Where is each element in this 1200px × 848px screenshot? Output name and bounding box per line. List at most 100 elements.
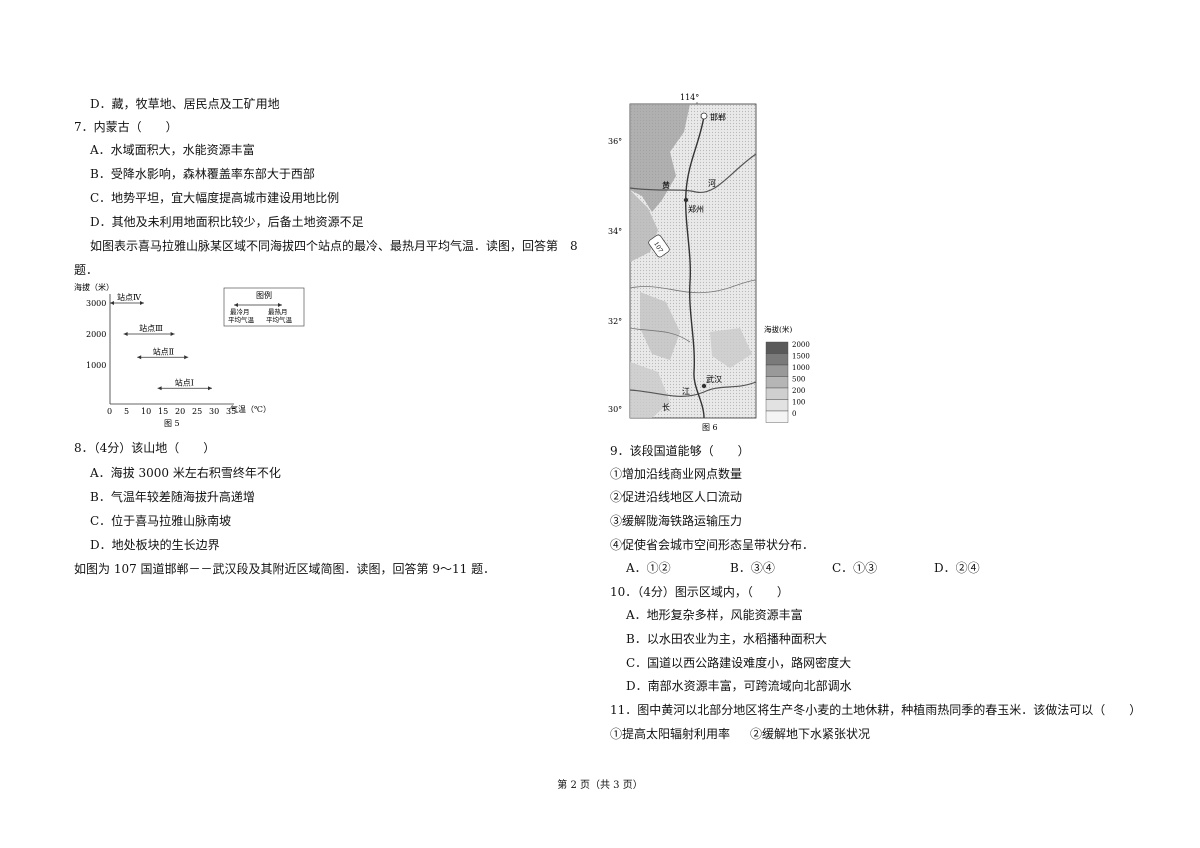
fig6-city-zhengzhou: 郑州: [688, 204, 704, 214]
q8-option-c: C．位于喜马拉雅山脉南坡: [90, 514, 232, 528]
fig6-legend-value: 0: [792, 410, 796, 418]
fig5-station-arrow: [123, 332, 128, 336]
fig6-yellow-river: [629, 153, 757, 193]
q8-intro-end: 题．: [74, 263, 99, 277]
fig5-station-label: 站点Ⅲ: [139, 323, 163, 333]
fig6-legend-swatch: [765, 341, 789, 354]
fig5-station-arrow: [184, 355, 189, 360]
fig5-x-tick: 5: [124, 407, 129, 416]
q7-option-a: A．水域面积大，水能资源丰富: [90, 143, 255, 157]
q10-option-d: D．南部水资源丰富，可跨流域向北部调水: [626, 679, 852, 693]
q9-option-b: B．③④: [730, 561, 775, 575]
q9-intro: 如图为 107 国道邯郸－－武汉段及其附近区域简图．读图，回答第 9～11 题．: [74, 562, 496, 576]
fig6-legend-swatch: [765, 353, 789, 366]
q8-stem: 8．（4分）该山地（ ）: [74, 441, 216, 455]
fig6-city-zhengzhou-marker: [683, 197, 689, 203]
q9-item-1: ①增加沿线商业网点数量: [610, 467, 743, 481]
q9-option-d: D．②④: [934, 561, 980, 575]
fig6-river-han: [629, 327, 691, 343]
fig5-y-tick: 2000: [86, 330, 106, 339]
fig6-yangtze-river: [629, 381, 757, 397]
q7-stem: 7．内蒙古（ ）: [74, 120, 178, 134]
q9-item-3: ③缓解陇海铁路运输压力: [610, 514, 743, 528]
fig6-city-wuhan-marker: [701, 383, 707, 389]
fig5-y-ticks: 3000 2000 1000: [86, 299, 106, 370]
q8-option-a: A．海拔 3000 米左右积雪终年不化: [90, 466, 281, 480]
fig6-road-107: [684, 115, 705, 419]
fig6-mountains-northwest: [630, 104, 690, 212]
fig6-caption: 图 6: [702, 423, 718, 432]
fig6-lat-34: 34°: [608, 227, 622, 236]
q9-item-2: ②促进沿线地区人口流动: [610, 490, 743, 504]
q11-item-1: ①提高太阳辐射利用率: [610, 727, 731, 741]
fig5-x-tick: 15: [158, 407, 168, 416]
fig5-y-tick: 3000: [86, 299, 106, 308]
fig5-ylabel: 海拔（米）: [74, 282, 114, 292]
fig5-station-arrow: [137, 355, 142, 360]
q7-option-c: C．地势平坦，宜大幅度提高城市建设用地比例: [90, 191, 340, 205]
fig6-legend-value: 2000: [792, 341, 810, 349]
fig5-legend-hot-2: 平均气温: [266, 315, 293, 324]
q7-option-d: D．其他及未利用地面积比较少，后备土地资源不足: [90, 215, 364, 229]
fig5-x-tick: 30: [209, 407, 219, 416]
fig5-station-arrow: [157, 386, 162, 391]
fig5-station-arrow: [140, 301, 144, 305]
fig6-legend-value: 1000: [792, 364, 810, 372]
q10-option-a: A．地形复杂多样，风能资源丰富: [626, 608, 803, 622]
fig6-legend-title: 海拔(米): [764, 324, 792, 334]
fig6-legend-value: 100: [792, 399, 805, 407]
fig6-yangtze-label-1: 江: [682, 387, 690, 396]
fig5-caption: 图 5: [164, 419, 180, 428]
fig6-legend-swatch: [765, 376, 789, 389]
fig6-lat-32: 32°: [608, 317, 622, 326]
q6-option-d: D．藏，牧草地、居民点及工矿用地: [90, 97, 280, 111]
fig5-legend-arrow-left: [234, 303, 238, 307]
q11-stem: 11．图中黄河以北部分地区将生产冬小麦的土地休耕，种植雨热同季的春玉米．该做法可…: [610, 703, 1142, 717]
q9-stem: 9．该段国道能够（ ）: [610, 444, 750, 458]
q9-item-4: ④促使省会城市空间形态呈带状分布．: [610, 538, 815, 552]
fig6-river-label-1: 黄: [662, 180, 670, 190]
fig6-legend-swatch: [765, 399, 789, 412]
fig5-station-arrow: [170, 332, 175, 336]
fig6-legend-value: 500: [792, 376, 805, 384]
fig6-hills-east: [710, 328, 752, 368]
figure-6-map: 114° 36° 34° 32° 30° 黄 河 江 长 107 邯郸 郑州 武…: [608, 93, 810, 432]
fig5-legend-cold: 最冷月: [230, 307, 250, 316]
fig5-station-label: 站点Ⅱ: [153, 346, 174, 356]
fig6-lat-36: 36°: [608, 137, 622, 146]
fig6-yangtze-label-2: 长: [662, 402, 670, 412]
fig5-x-tick: 0: [107, 407, 112, 416]
fig6-legend-swatch: [765, 364, 789, 377]
fig5-y-tick: 1000: [86, 361, 106, 370]
fig6-river-label-2: 河: [708, 178, 716, 188]
fig5-station-arrow: [110, 301, 114, 305]
fig5-legend-hot: 最热月: [268, 307, 288, 316]
fig6-city-wuhan: 武汉: [706, 374, 722, 384]
fig6-road-label: 107: [652, 241, 664, 255]
fig6-legend-swatch: [765, 387, 789, 400]
fig6-river-huai: [629, 279, 757, 294]
fig6-hills-southwest: [630, 362, 670, 418]
q10-option-b: B．以水田农业为主，水稻播种面积大: [626, 632, 827, 646]
q11-item-2: ②缓解地下水紧张状况: [750, 727, 871, 741]
fig6-road-107-shield: [648, 234, 670, 258]
fig6-legend-value: 200: [792, 387, 805, 395]
fig5-legend-box: [223, 287, 305, 327]
fig6-legend-swatch: [765, 410, 789, 423]
fig5-station-label: 站点Ⅳ: [117, 292, 142, 302]
fig5-x-tick: 25: [192, 407, 202, 416]
fig6-hills-central: [640, 292, 680, 360]
page-footer: 第 2 页（共 3 页）: [557, 780, 643, 791]
fig6-lat-30: 30°: [608, 405, 622, 414]
fig5-legend-arrow-right: [278, 303, 282, 307]
fig5-legend-cold-2: 平均气温: [228, 315, 255, 324]
fig5-station-arrow: [208, 386, 212, 391]
fig6-legend-value: 1500: [792, 353, 810, 361]
fig5-x-tick: 35: [226, 407, 236, 416]
q8-option-b: B．气温年较差随海拔升高递增: [90, 490, 255, 504]
q10-option-c: C．国道以西公路建设难度小，路网密度大: [626, 656, 852, 670]
fig5-x-tick: 10: [141, 407, 151, 416]
